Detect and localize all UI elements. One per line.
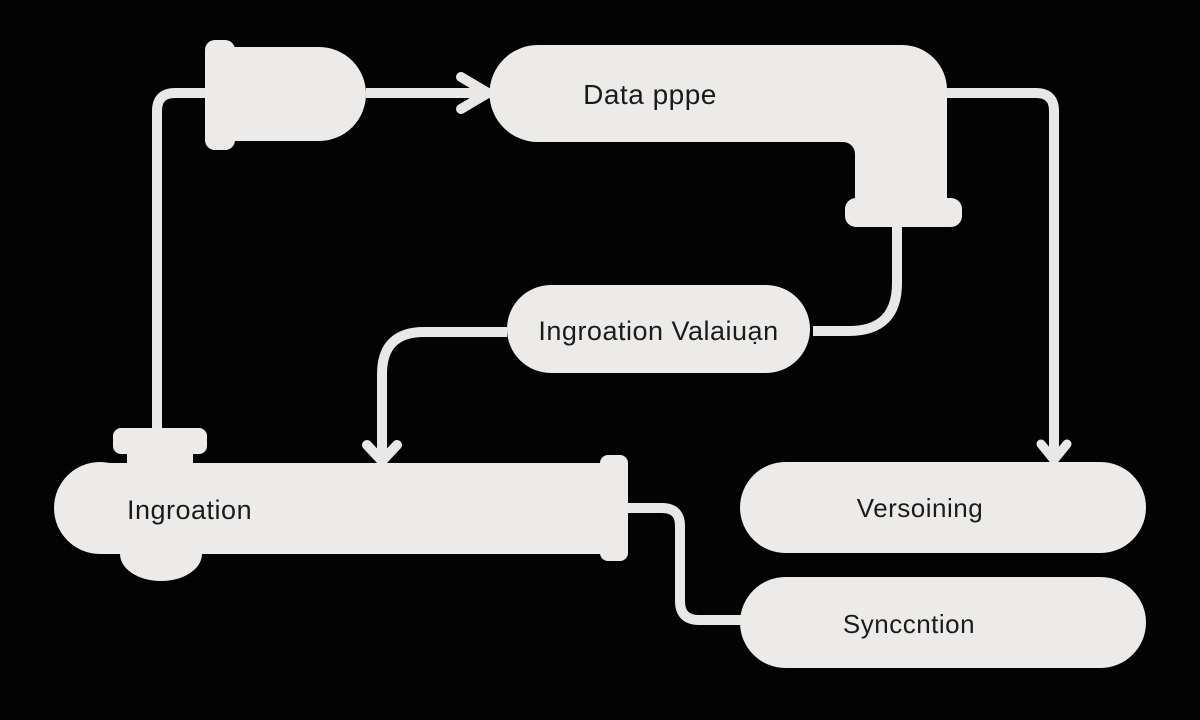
versioning-label: Versoining xyxy=(856,493,984,523)
sync-pill xyxy=(740,577,1146,668)
versioning-pill xyxy=(740,462,1146,553)
endcap-bullet-shape xyxy=(232,47,366,141)
datapipe-label: Data pppe xyxy=(583,79,717,110)
pipe-valve-fitting-top xyxy=(113,428,207,454)
validation-pill xyxy=(507,285,810,373)
line-datapipe-to-versioning xyxy=(947,88,1059,457)
line-endcap-to-pipe-valve xyxy=(152,88,205,432)
pipe-arrowhead-icon xyxy=(362,440,402,466)
pipe-bottom-bump xyxy=(120,527,202,581)
sync-label: Synccntion xyxy=(842,609,976,639)
versioning-arrowhead-icon xyxy=(1036,439,1072,465)
datapipe-arrowhead-icon xyxy=(456,72,493,114)
connector-pipe-to-sync xyxy=(628,503,742,625)
validation-label: Ingroation Valaiuạn xyxy=(538,316,779,346)
datapipe-flange xyxy=(845,198,962,227)
ingestion-label: Ingroation xyxy=(127,495,253,525)
connector-datapipe-to-validation xyxy=(813,226,902,336)
endcap-flange xyxy=(205,40,235,150)
connector-validation-to-pipe xyxy=(377,327,507,458)
pipe-right-flange xyxy=(600,455,628,561)
datapipe-elbow-shape xyxy=(489,45,947,198)
pipe-valve-fitting-neck xyxy=(127,450,193,468)
